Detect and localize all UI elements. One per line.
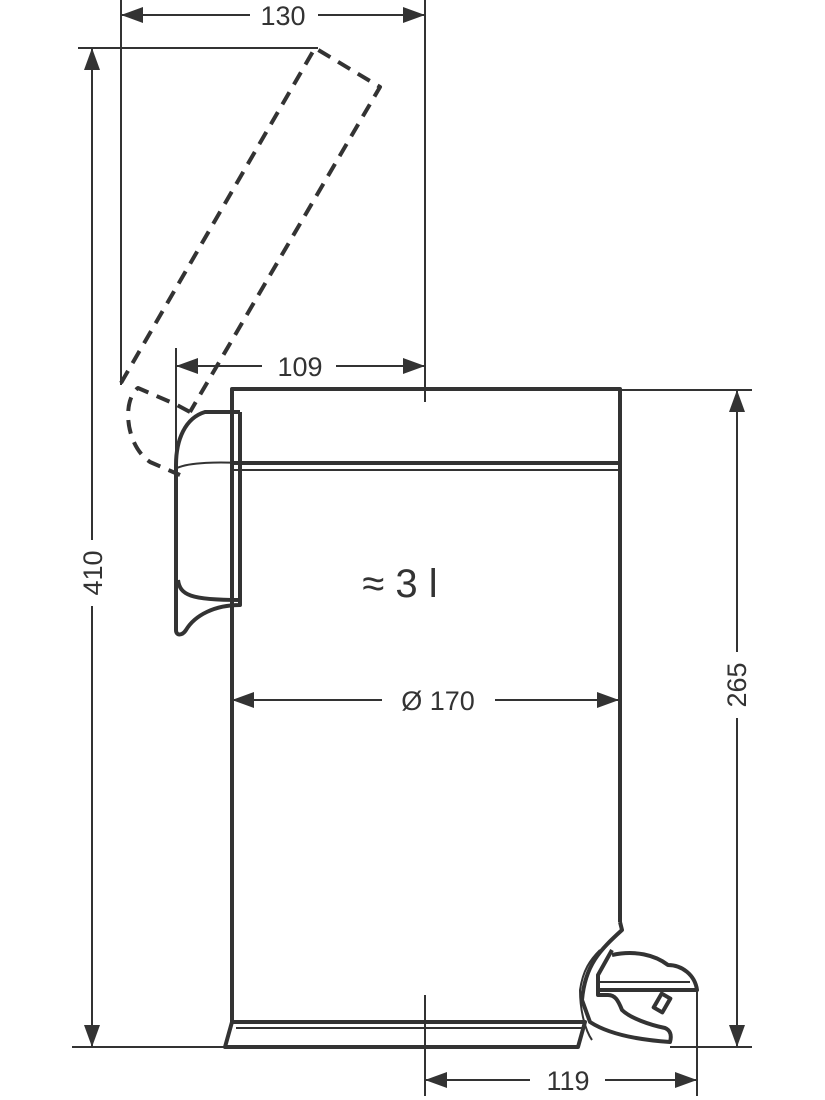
dimension-diameter: Ø 170 — [232, 686, 619, 716]
dimension-410-label: 410 — [78, 550, 108, 595]
bin-body — [223, 387, 622, 1049]
dimension-410: 410 — [78, 48, 108, 1047]
dimension-109: 109 — [176, 352, 425, 382]
extension-lines — [72, 0, 752, 1096]
capacity-label: ≈ 3 l — [362, 562, 437, 606]
dimension-265-label: 265 — [722, 662, 752, 707]
dimension-130-label: 130 — [260, 1, 305, 31]
dimension-119: 119 — [425, 1066, 697, 1096]
dimension-109-label: 109 — [277, 352, 322, 382]
dimension-265: 265 — [722, 390, 752, 1047]
dimension-119-label: 119 — [546, 1066, 589, 1096]
lid-hinge — [174, 410, 242, 637]
dimension-130: 130 — [121, 1, 425, 31]
open-lid-outline — [119, 46, 382, 477]
foot-pedal — [578, 921, 699, 1044]
dimension-diameter-label: Ø 170 — [401, 686, 475, 716]
